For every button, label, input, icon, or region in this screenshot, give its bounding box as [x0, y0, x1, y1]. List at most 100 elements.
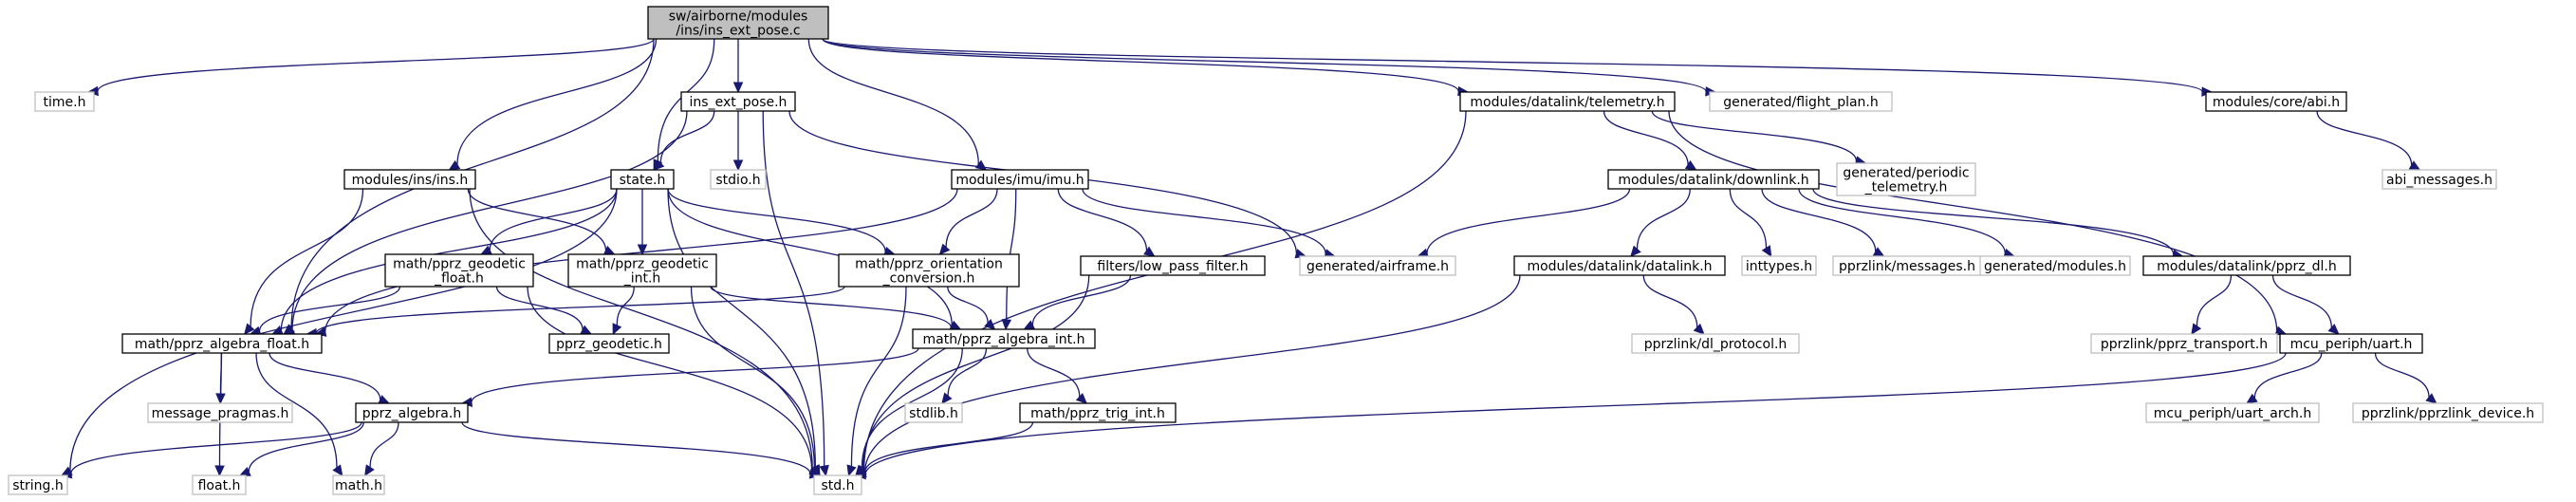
node-pgi[interactable]: math/pprz_geodetic_int.h	[567, 253, 717, 288]
edge-uart-to-pldev	[2374, 352, 2437, 404]
node-state[interactable]: state.h	[610, 169, 675, 190]
node-box	[838, 253, 1020, 288]
node-box	[147, 402, 293, 423]
node-box	[192, 474, 247, 495]
node-pgf[interactable]: math/pprz_geodetic_float.h	[384, 253, 534, 288]
node-telem[interactable]: modules/datalink/telemetry.h	[1459, 91, 1676, 112]
edge-line	[495, 286, 584, 330]
arrowhead	[1075, 392, 1088, 404]
edge-pa-to-float	[238, 421, 364, 476]
edge-pai-to-stdlib	[941, 347, 988, 404]
edge-line	[70, 421, 362, 474]
node-string: string.h	[8, 474, 68, 495]
node-ptel: generated/periodic_telemetry.h	[1836, 162, 1976, 196]
edge-down-to-dlh	[1630, 188, 1691, 257]
edge-line	[863, 421, 1034, 474]
node-box	[121, 333, 323, 354]
edge-line	[861, 347, 963, 469]
edge-line	[947, 286, 989, 324]
node-label: generated/airframe.h	[1307, 259, 1449, 274]
edge-root-to-time	[86, 38, 655, 97]
node-insh[interactable]: modules/ins/ins.h	[343, 169, 476, 190]
node-paf[interactable]: math/pprz_algebra_float.h	[121, 333, 323, 354]
edge-root-to-imu	[807, 38, 988, 171]
edge-line	[269, 352, 381, 400]
node-std: std.h	[813, 474, 862, 495]
arrowhead	[448, 159, 461, 171]
node-uart[interactable]: mcu_periph/uart.h	[2279, 333, 2423, 354]
edge-pa-to-math	[364, 421, 399, 477]
edge-dlh-to-std	[854, 274, 1521, 478]
node-poc[interactable]: math/pprz_orientation_conversion.h	[838, 253, 1020, 288]
node-pai[interactable]: math/pprz_algebra_int.h	[912, 328, 1096, 349]
node-label: stdlib.h	[909, 406, 958, 421]
node-box	[1741, 255, 1817, 276]
node-pdl[interactable]: modules/datalink/pprz_dl.h	[2142, 255, 2351, 276]
edge-line	[1603, 110, 1689, 165]
node-pa[interactable]: pprz_algebra.h	[355, 402, 469, 423]
node-label: stdio.h	[715, 173, 760, 188]
node-box	[1080, 255, 1266, 276]
node-box	[912, 328, 1096, 349]
edge-telem-to-uart	[1668, 110, 2288, 336]
node-down[interactable]: modules/datalink/downlink.h	[1607, 169, 1820, 190]
edge-poc-to-pai	[947, 286, 996, 330]
arrowhead	[243, 323, 255, 335]
node-box	[2145, 402, 2320, 423]
edge-line	[690, 286, 816, 468]
node-box	[355, 402, 469, 423]
node-box	[813, 474, 862, 495]
edge-line	[2271, 274, 2332, 328]
node-imu[interactable]: modules/imu/imu.h	[951, 169, 1089, 190]
node-label: pprzlink/pprzlink_device.h	[2362, 406, 2534, 421]
edge-line	[248, 421, 364, 473]
node-inttypes: inttypes.h	[1741, 255, 1817, 276]
node-box	[1607, 169, 1820, 190]
edge-line	[863, 274, 1521, 474]
edge-line	[1729, 188, 1768, 249]
arrowhead	[732, 82, 744, 94]
edge-line	[1812, 188, 2175, 255]
node-label: /ins/ins_ext_pose.c	[676, 24, 800, 39]
node-box	[1979, 255, 2131, 276]
edge-pdl-to-ptr	[2191, 274, 2233, 336]
node-label: math/pprz_geodetic	[393, 257, 526, 272]
node-label: modules/ins/ins.h	[352, 173, 469, 188]
arrowhead	[984, 319, 996, 330]
node-box	[1459, 91, 1676, 112]
node-msgp: message_pragmas.h	[147, 402, 293, 423]
node-label: inttypes.h	[1746, 259, 1812, 274]
arrowhead	[732, 159, 744, 172]
node-label: generated/modules.h	[1984, 259, 2126, 274]
edge-line	[255, 352, 338, 468]
edge-line	[807, 38, 979, 165]
node-label: math/pprz_trig_int.h	[1030, 406, 1165, 421]
node-pgeo[interactable]: pprz_geodetic.h	[548, 333, 670, 354]
edge-line	[1057, 188, 1148, 251]
arrowhead	[653, 158, 665, 171]
node-pti[interactable]: math/pprz_trig_int.h	[1019, 402, 1177, 423]
edge-line	[280, 188, 618, 331]
node-iep[interactable]: ins_ext_pose.h	[680, 91, 796, 112]
node-label: pprzlink/pprz_transport.h	[2101, 337, 2268, 352]
node-label: modules/datalink/datalink.h	[1527, 259, 1712, 274]
node-lpf[interactable]: filters/low_pass_filter.h	[1080, 255, 1266, 276]
arrowhead	[819, 464, 829, 477]
arrowhead	[332, 464, 343, 476]
edge-pai-to-pti	[1027, 347, 1088, 404]
edge-pgi-to-std	[690, 286, 821, 477]
edge-line	[461, 421, 811, 474]
edge-pgi-to-pgeo	[612, 286, 635, 336]
edge-down-to-msgs	[1761, 188, 1885, 257]
edge-line	[315, 286, 845, 334]
node-abi[interactable]: modules/core/abi.h	[2205, 91, 2347, 112]
node-label: math/pprz_orientation	[855, 257, 1003, 272]
arrowhead	[1630, 245, 1641, 257]
arrowhead	[2425, 393, 2437, 404]
node-label: state.h	[620, 173, 666, 188]
node-ptr: pprzlink/pprz_transport.h	[2090, 333, 2278, 354]
edge-line	[667, 188, 816, 468]
edge-insh-to-paf	[243, 188, 364, 335]
node-dlh[interactable]: modules/datalink/datalink.h	[1513, 255, 1726, 276]
node-box	[1836, 162, 1976, 196]
